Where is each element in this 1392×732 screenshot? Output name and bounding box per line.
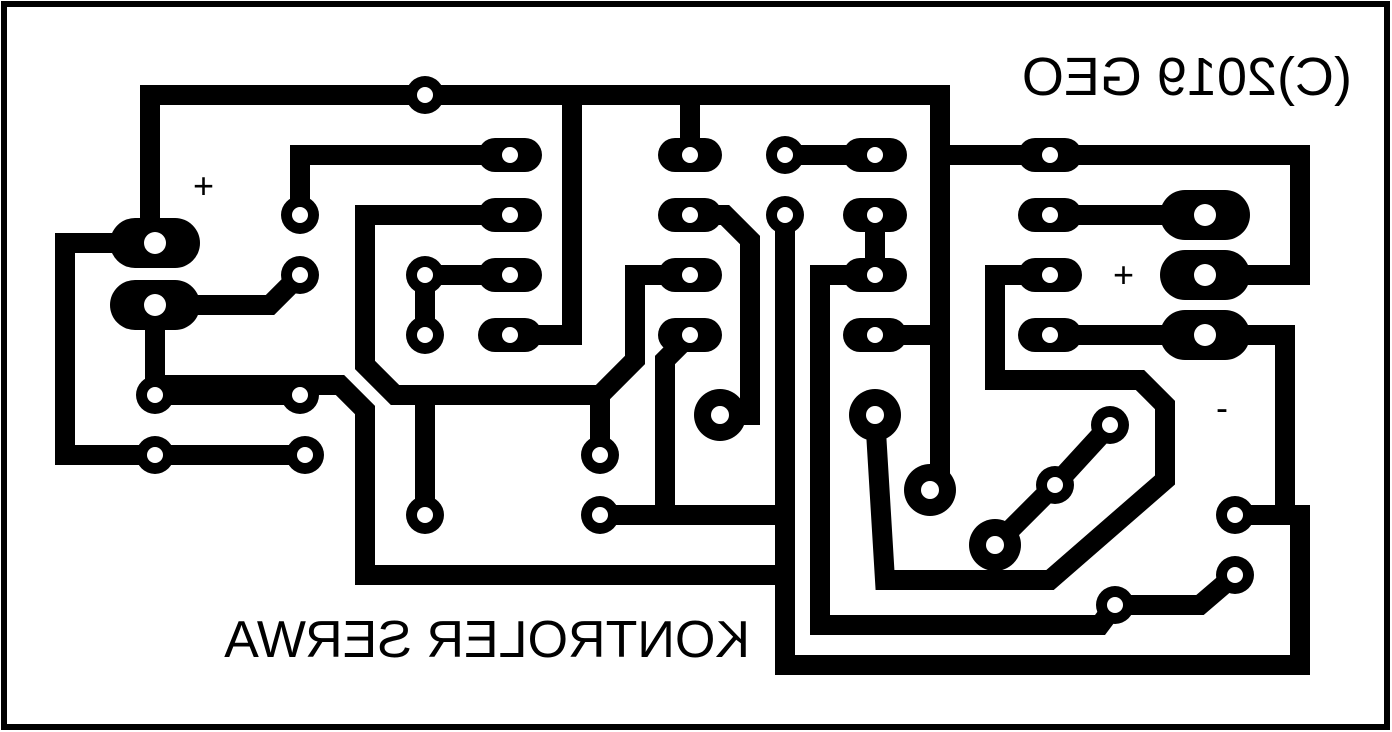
drill-hole [1227,567,1243,583]
drill-hole [867,207,883,223]
pads [110,76,1254,624]
drill-hole [297,447,313,463]
drill-hole [1042,327,1058,343]
drill-hole [1107,597,1123,613]
drill-hole [592,447,608,463]
polarity-minus-right: - [1216,387,1228,428]
drill-hole [417,507,433,523]
drill-hole [1042,267,1058,283]
drill-hole [292,267,308,283]
polarity-plus-right: + [1113,254,1134,295]
drill-hole [682,147,698,163]
drill-hole [921,481,939,499]
drill-hole [1194,264,1216,286]
drill-hole [502,207,518,223]
trace [140,85,950,490]
copyright-label: (C)2019 GEO [1022,47,1352,107]
drill-hole [144,294,166,316]
trace [810,265,1242,635]
trace [290,145,510,215]
drill-hole [1047,477,1063,493]
drill-hole [1194,204,1216,226]
drill-hole [777,147,793,163]
drill-hole [1042,207,1058,223]
drill-hole [1227,507,1243,523]
trace [590,265,690,455]
drill-hole [1042,147,1058,163]
drill-hole [682,207,698,223]
trace [355,205,600,405]
drill-hole [502,267,518,283]
drill-hole [502,327,518,343]
trace [865,265,1175,590]
trace [945,145,1310,285]
drill-hole [592,507,608,523]
drill-hole [292,207,308,223]
drill-hole [292,387,308,403]
drill-hole [502,147,518,163]
drill-hole [867,327,883,343]
drill-hole [147,447,163,463]
drill-hole [986,536,1004,554]
drill-hole [147,387,163,403]
trace [55,233,305,465]
drill-hole [866,406,884,424]
drill-hole [682,267,698,283]
drill-hole [867,147,883,163]
drill-hole [417,267,433,283]
drill-hole [1102,417,1118,433]
drill-hole [1194,324,1216,346]
drill-hole [777,207,793,223]
drill-hole [417,327,433,343]
drill-hole [711,406,729,424]
drill-hole [417,87,433,103]
polarity-plus-left: + [193,165,214,206]
drill-hole [144,232,166,254]
drill-hole [682,327,698,343]
drill-hole [867,267,883,283]
trace [155,375,785,585]
title-label: KONTROLER SERWA [224,611,750,669]
